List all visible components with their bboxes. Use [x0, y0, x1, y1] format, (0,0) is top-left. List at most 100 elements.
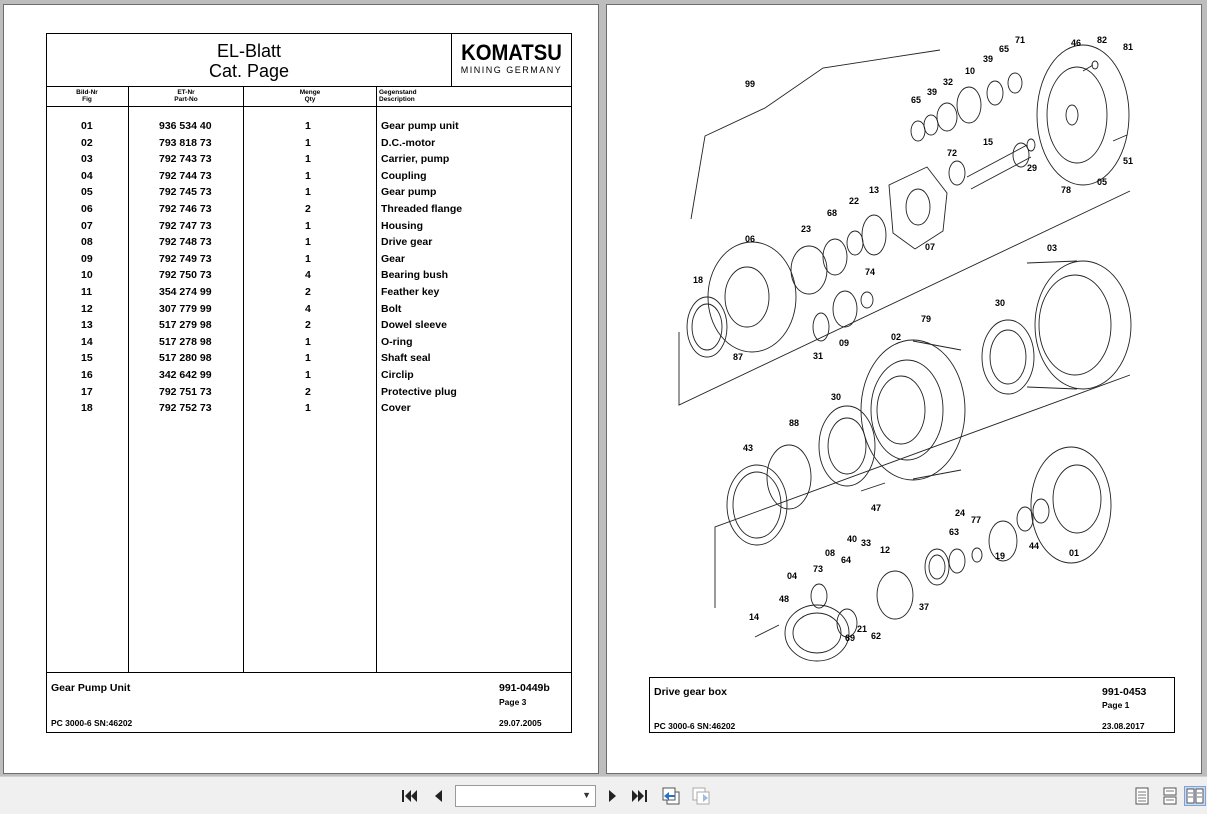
- divider: [47, 106, 571, 107]
- sheet-title-line1: EL-Blatt: [216, 41, 282, 61]
- cell-part: 792 746 73: [159, 202, 212, 215]
- col-header-part-en: Part-No: [174, 96, 198, 103]
- callout: 08: [825, 548, 835, 558]
- callout: 18: [693, 275, 703, 285]
- col-header-desc-en: Description: [379, 96, 415, 103]
- drawing-footer: Drive gear box 991-0453 Page 1 PC 3000-6…: [649, 677, 1175, 733]
- callout: 87: [733, 352, 743, 362]
- cell-part: 792 750 73: [159, 269, 212, 282]
- callout: 12: [880, 545, 890, 555]
- exploded-view-drawing: 99 65 39 32 10 39 65 71 46 82 81 15 72 2…: [678, 35, 1133, 662]
- callout: 32: [943, 77, 953, 87]
- col-header-fig: Bild-Nr Fig: [75, 89, 99, 103]
- part-housing-03: [1034, 260, 1132, 390]
- divider: [47, 672, 571, 673]
- col-header-desc: Gegenstand Description: [379, 89, 417, 103]
- parts-list-sheet: EL-Blatt Cat. Page KOMATSU MINING GERMAN…: [46, 33, 572, 733]
- sheet-title-line2: Cat. Page: [208, 61, 290, 81]
- part-coupling-04: [784, 604, 850, 662]
- go-back-icon[interactable]: [660, 786, 682, 806]
- cell-part: 793 818 73: [159, 136, 212, 149]
- cell-qty: 1: [305, 352, 311, 365]
- column-divider: [243, 86, 244, 672]
- callout: 72: [947, 148, 957, 158]
- footer-date: 29.07.2005: [499, 718, 542, 728]
- sheet-title: EL-Blatt Cat. Page: [47, 34, 451, 86]
- cell-desc: Circlip: [381, 368, 414, 381]
- part-37: [948, 548, 966, 574]
- cell-desc: Bolt: [381, 302, 402, 315]
- cell-fig: 01: [81, 120, 93, 132]
- page-left: EL-Blatt Cat. Page KOMATSU MINING GERMAN…: [3, 4, 599, 774]
- cell-qty: 1: [305, 252, 311, 265]
- callout: 77: [971, 515, 981, 525]
- navigation-toolbar: ▼: [0, 776, 1207, 814]
- facing-pages-view-icon[interactable]: [1184, 786, 1206, 806]
- callout: 01: [1069, 548, 1079, 558]
- callout: 64: [841, 555, 851, 565]
- col-header-qty-de: Menge: [299, 89, 321, 96]
- go-forward-icon[interactable]: [690, 786, 712, 806]
- callout: 81: [1123, 42, 1133, 52]
- cell-fig: 16: [81, 368, 93, 381]
- next-page-icon[interactable]: [602, 786, 624, 806]
- cell-part: 792 751 73: [159, 385, 212, 398]
- callout: 31: [813, 351, 823, 361]
- page-number-select[interactable]: ▼: [455, 785, 596, 807]
- prev-page-icon[interactable]: [427, 786, 449, 806]
- cell-desc: Gear pump: [381, 186, 437, 199]
- part-gear-31: [812, 312, 830, 342]
- cell-desc: D.C.-motor: [381, 136, 436, 149]
- cell-qty: 2: [305, 285, 311, 298]
- cell-desc: Protective plug: [381, 385, 457, 398]
- callout: 05: [1097, 177, 1107, 187]
- part-ring-inner: [1046, 66, 1108, 164]
- cell-desc: Drive gear: [381, 236, 433, 249]
- callout: 48: [779, 594, 789, 604]
- footer-machine: PC 3000-6 SN:46202: [654, 721, 736, 731]
- cell-fig: 09: [81, 252, 93, 265]
- callout: 40: [847, 534, 857, 544]
- cell-qty: 1: [305, 186, 311, 199]
- first-page-icon[interactable]: [398, 786, 420, 806]
- frame-line: [690, 49, 941, 220]
- cell-qty: 1: [305, 136, 311, 149]
- continuous-view-icon[interactable]: [1159, 786, 1181, 806]
- part-gear-13: [861, 214, 887, 256]
- cell-fig: 18: [81, 402, 93, 415]
- last-page-icon[interactable]: [629, 786, 651, 806]
- cell-desc: Housing: [381, 219, 423, 232]
- part-gear-09: [832, 290, 858, 328]
- cell-qty: 1: [305, 236, 311, 249]
- part-gear-32: [936, 102, 958, 132]
- part-65b: [1007, 72, 1023, 94]
- komatsu-logo: KOMATSU MINING GERMANY: [451, 34, 571, 86]
- callout: 07: [925, 242, 935, 252]
- single-page-view-icon[interactable]: [1131, 786, 1153, 806]
- cell-qty: 2: [305, 202, 311, 215]
- callout: 04: [787, 571, 797, 581]
- callout: 74: [865, 267, 875, 277]
- cell-qty: 1: [305, 153, 311, 166]
- callout: 06: [745, 234, 755, 244]
- cell-part: 792 747 73: [159, 219, 212, 232]
- part-pump-01: [1030, 446, 1112, 564]
- callout: 43: [743, 443, 753, 453]
- callout: 88: [789, 418, 799, 428]
- callout: 69: [845, 633, 855, 643]
- callout: 24: [955, 508, 965, 518]
- logo-main-text: KOMATSU: [461, 40, 562, 65]
- footer-date: 23.08.2017: [1102, 721, 1145, 731]
- cell-part: 354 274 99: [159, 285, 212, 298]
- document-viewer-area[interactable]: EL-Blatt Cat. Page KOMATSU MINING GERMAN…: [0, 0, 1207, 776]
- cell-fig: 17: [81, 385, 93, 398]
- cell-part: 517 280 98: [159, 352, 212, 365]
- cell-part: 517 278 98: [159, 335, 212, 348]
- callout: 23: [801, 224, 811, 234]
- callout: 39: [927, 87, 937, 97]
